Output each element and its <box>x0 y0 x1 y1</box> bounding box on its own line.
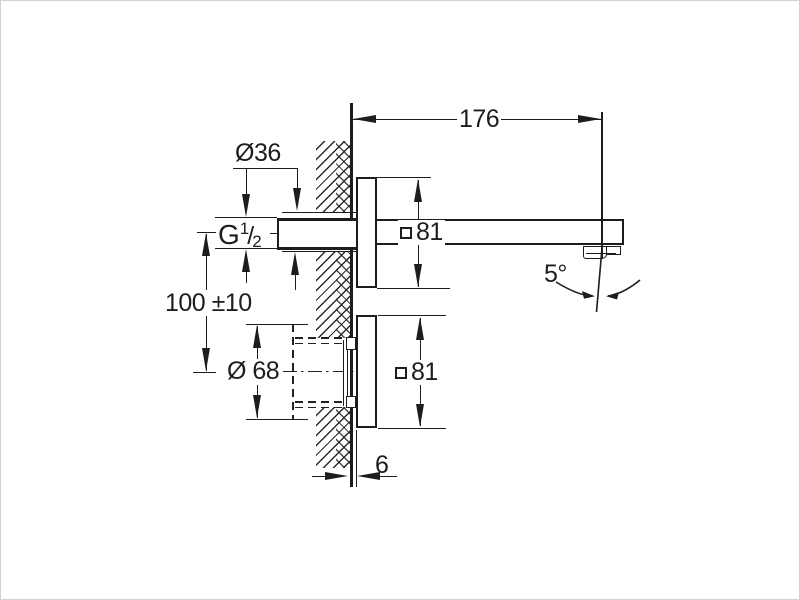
dim-36-leader-underline <box>233 167 298 169</box>
wall-hatch-edge-upper <box>336 141 350 212</box>
dim-176-line-left <box>353 118 457 120</box>
ext-line-spout-end <box>601 112 603 258</box>
wall-hatch-edge-middle <box>336 252 350 338</box>
concealed-body-dashed-top-2 <box>295 342 343 344</box>
dim-68-arrowhead-up <box>253 325 261 348</box>
dim-81b-ext-top <box>378 314 446 316</box>
control-plate <box>356 315 377 428</box>
dim-label-spray-angle: 5° <box>544 260 567 288</box>
ext-line-nipple-top <box>282 211 356 213</box>
ext-line-pipe-top <box>215 217 277 219</box>
ext-line-nipple-bottom <box>282 251 356 253</box>
aerator-outlet <box>606 246 621 255</box>
thread-denominator: 2 <box>252 232 262 251</box>
dim-36-drop-line-1 <box>245 168 247 195</box>
dim-81t-ext-top <box>377 177 431 179</box>
angle-arc-right <box>607 279 641 297</box>
dim-label-wall-clearance: 6 <box>375 451 389 479</box>
dim-81t-arrowhead-down <box>414 264 422 287</box>
dim-100-tick-bottom <box>193 371 216 373</box>
dim-81b-arrowhead-up <box>416 317 424 340</box>
dim-100-arrowhead-up <box>202 233 210 256</box>
dim-176-line-right <box>499 118 601 120</box>
dim-81b-arrowhead-down <box>416 404 424 427</box>
wall-hatch-edge-lower <box>336 407 350 468</box>
flange-square-bottom-value: 81 <box>411 358 438 386</box>
dim-label-flange-square-top: 81 <box>398 220 445 245</box>
dim-36-arrowhead-down-2 <box>293 188 301 211</box>
dim-label-inlet-diameter: Ø36 <box>235 139 281 167</box>
dim-100-arrowhead-down <box>202 348 210 371</box>
spout-escutcheon <box>356 177 377 288</box>
dim-36-arrowhead-down-1 <box>242 194 250 217</box>
body-centerline <box>283 371 356 373</box>
concealed-body-dashed-bottom-2 <box>295 406 343 408</box>
concealed-body-dashed-top-1 <box>295 337 343 339</box>
dim-81t-ext-bottom <box>377 287 450 289</box>
dim-label-spout-reach: 176 <box>457 105 502 133</box>
ext-line-pipe-bottom <box>215 247 277 249</box>
dim-36-arrowhead-up-2 <box>291 252 299 275</box>
dim-36-tail-up-2 <box>294 274 296 290</box>
thread-letter: G <box>218 219 240 250</box>
dim-6-arrowhead-right <box>325 472 348 480</box>
dim-36-drop-line-2 <box>296 168 298 189</box>
dim-6-arrowhead-left <box>357 472 380 480</box>
dim-6-line-left <box>312 475 328 477</box>
dim-36-arrowhead-up-1 <box>242 249 250 272</box>
dim-68-ext-top <box>246 323 308 325</box>
mounting-clip-bottom <box>346 396 356 408</box>
dim-81t-arrowhead-up <box>414 179 422 202</box>
flange-square-top-value: 81 <box>416 218 443 246</box>
square-symbol-icon <box>395 367 407 379</box>
dim-100-line-upper <box>205 234 207 290</box>
angle-arrowhead-left <box>582 291 595 299</box>
spray-direction-line <box>595 247 603 313</box>
mounting-sleeve <box>343 340 348 406</box>
thread-leader-tick <box>270 232 279 234</box>
dim-68-arrowhead-down <box>253 395 261 418</box>
dim-36-tail-up-1 <box>245 271 247 283</box>
dim-label-body-diameter: Ø 68 <box>225 357 282 385</box>
supply-pipe <box>277 218 356 250</box>
dim-81b-ext-bottom <box>378 427 446 429</box>
dim-100-tick-top <box>197 231 216 233</box>
square-symbol-icon <box>400 227 412 239</box>
dim-68-ext-bottom <box>246 418 308 420</box>
dim-176-arrowhead-left <box>353 115 376 123</box>
dim-label-thread: G1/2 <box>218 220 262 250</box>
dim-100-line-lower <box>205 314 207 371</box>
mounting-clip-top <box>346 337 356 350</box>
dim-6-ext-right <box>355 430 357 487</box>
dim-176-arrowhead-right <box>578 115 601 123</box>
wall-section-line <box>350 103 353 487</box>
dim-label-flange-square-bottom: 81 <box>393 360 440 385</box>
concealed-body-dashed-bottom-1 <box>295 401 343 403</box>
thread-numerator: 1 <box>239 219 250 238</box>
angle-arrowhead-right <box>606 292 619 300</box>
dim-6-line-right <box>379 475 397 477</box>
spray-angle-detail <box>555 247 641 313</box>
dim-label-mounting-height: 100 ±10 <box>163 289 254 317</box>
thread-fraction-slash: / <box>247 222 255 250</box>
